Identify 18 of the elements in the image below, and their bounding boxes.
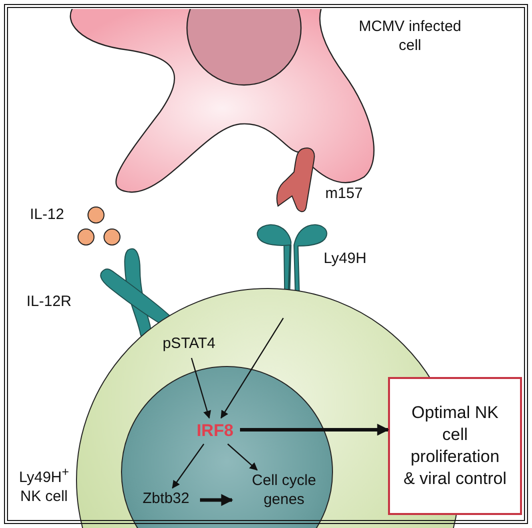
cell-label: m157: [324, 185, 364, 204]
arrow: [200, 494, 234, 506]
arrow: [240, 424, 390, 436]
arrow: [220, 318, 284, 419]
arrow: [172, 444, 204, 489]
protein-label: Cell cycle genes: [250, 472, 318, 510]
protein-label: IRF8: [196, 420, 234, 442]
cell-label: Ly49H$^{+}$ NK cell: [18, 465, 70, 506]
protein-label: Zbtb32: [142, 490, 190, 509]
cell-label: IL-12: [28, 206, 66, 225]
outcome-text: Optimal NK cell proliferation & viral control: [403, 402, 507, 490]
cell-label: IL-12R: [25, 293, 73, 312]
protein-label: pSTAT4: [162, 335, 216, 354]
cell-label: MCMV infected cell: [358, 18, 462, 56]
arrow: [227, 444, 258, 471]
outcome-box: [388, 377, 522, 515]
cell-label: Ly49H: [322, 250, 368, 269]
arrow: [190, 358, 211, 419]
